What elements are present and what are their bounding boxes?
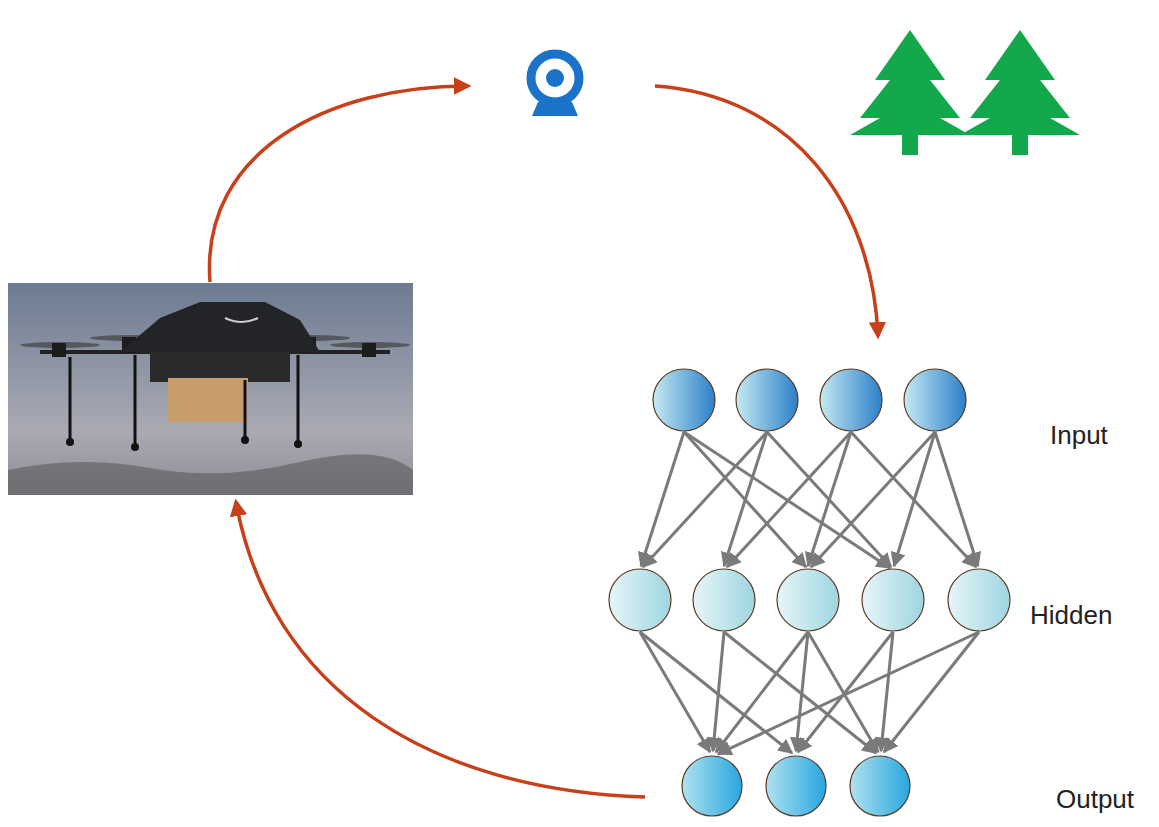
webcam-lens [546, 69, 564, 87]
output-neuron [766, 756, 826, 816]
weight-arrow [640, 632, 710, 752]
layer-label: Hidden [1030, 600, 1112, 631]
drone-motor [362, 343, 376, 357]
output-neuron [682, 756, 742, 816]
loop-arrow [209, 86, 468, 282]
webcam-stand [532, 102, 578, 116]
drone-leg [244, 380, 247, 438]
weight-arrow [718, 632, 979, 754]
layer-label: Input [1050, 420, 1108, 451]
drone-logo [225, 318, 258, 322]
drone-foot [66, 438, 74, 446]
weight-arrow [684, 432, 890, 568]
drone-package [168, 378, 248, 422]
network-weights [640, 432, 979, 754]
photo-ground [8, 454, 413, 495]
photo-sky [8, 283, 413, 495]
tree [960, 30, 1080, 135]
hidden-neuron [693, 569, 755, 631]
drone-foot [241, 436, 249, 444]
weight-arrow [884, 632, 979, 752]
layer-label: Output [1056, 784, 1134, 815]
webcam-led [552, 43, 558, 49]
weight-arrow [713, 632, 724, 751]
webcam-icon [531, 43, 579, 116]
weight-arrow [935, 432, 978, 566]
weight-arrow [811, 432, 935, 567]
drone-foot [131, 443, 139, 451]
weight-arrow [727, 432, 851, 567]
drone-foot [294, 440, 302, 448]
input-neuron [653, 369, 715, 431]
neurons [609, 369, 1010, 816]
tree [850, 30, 970, 135]
hidden-neuron [862, 569, 924, 631]
weight-arrow [796, 632, 808, 751]
weight-arrow [724, 632, 876, 753]
input-neuron [820, 369, 882, 431]
weight-arrow [894, 432, 935, 566]
weight-arrow [881, 632, 893, 751]
weight-arrow [798, 632, 893, 752]
tree-trunk [1012, 135, 1028, 155]
drone-frame [150, 352, 290, 382]
weight-arrow [808, 632, 878, 752]
webcam-ring [531, 54, 579, 102]
weight-arrow [640, 632, 792, 753]
loop-arrow [655, 86, 878, 336]
loop-arrow [236, 502, 645, 797]
weight-arrow [643, 432, 767, 567]
hidden-neuron [777, 569, 839, 631]
hidden-neuron [948, 569, 1010, 631]
drone-body [120, 302, 320, 352]
drone-motor [52, 343, 66, 357]
drone-leg [69, 357, 72, 440]
tree-trunk [902, 135, 918, 155]
drone-photo [8, 283, 413, 495]
drone-leg [134, 355, 137, 445]
hidden-neuron [609, 569, 671, 631]
input-neuron [904, 369, 966, 431]
trees-icon [850, 30, 1080, 155]
output-neuron [850, 756, 910, 816]
drone-leg [297, 355, 300, 442]
input-neuron [736, 369, 798, 431]
